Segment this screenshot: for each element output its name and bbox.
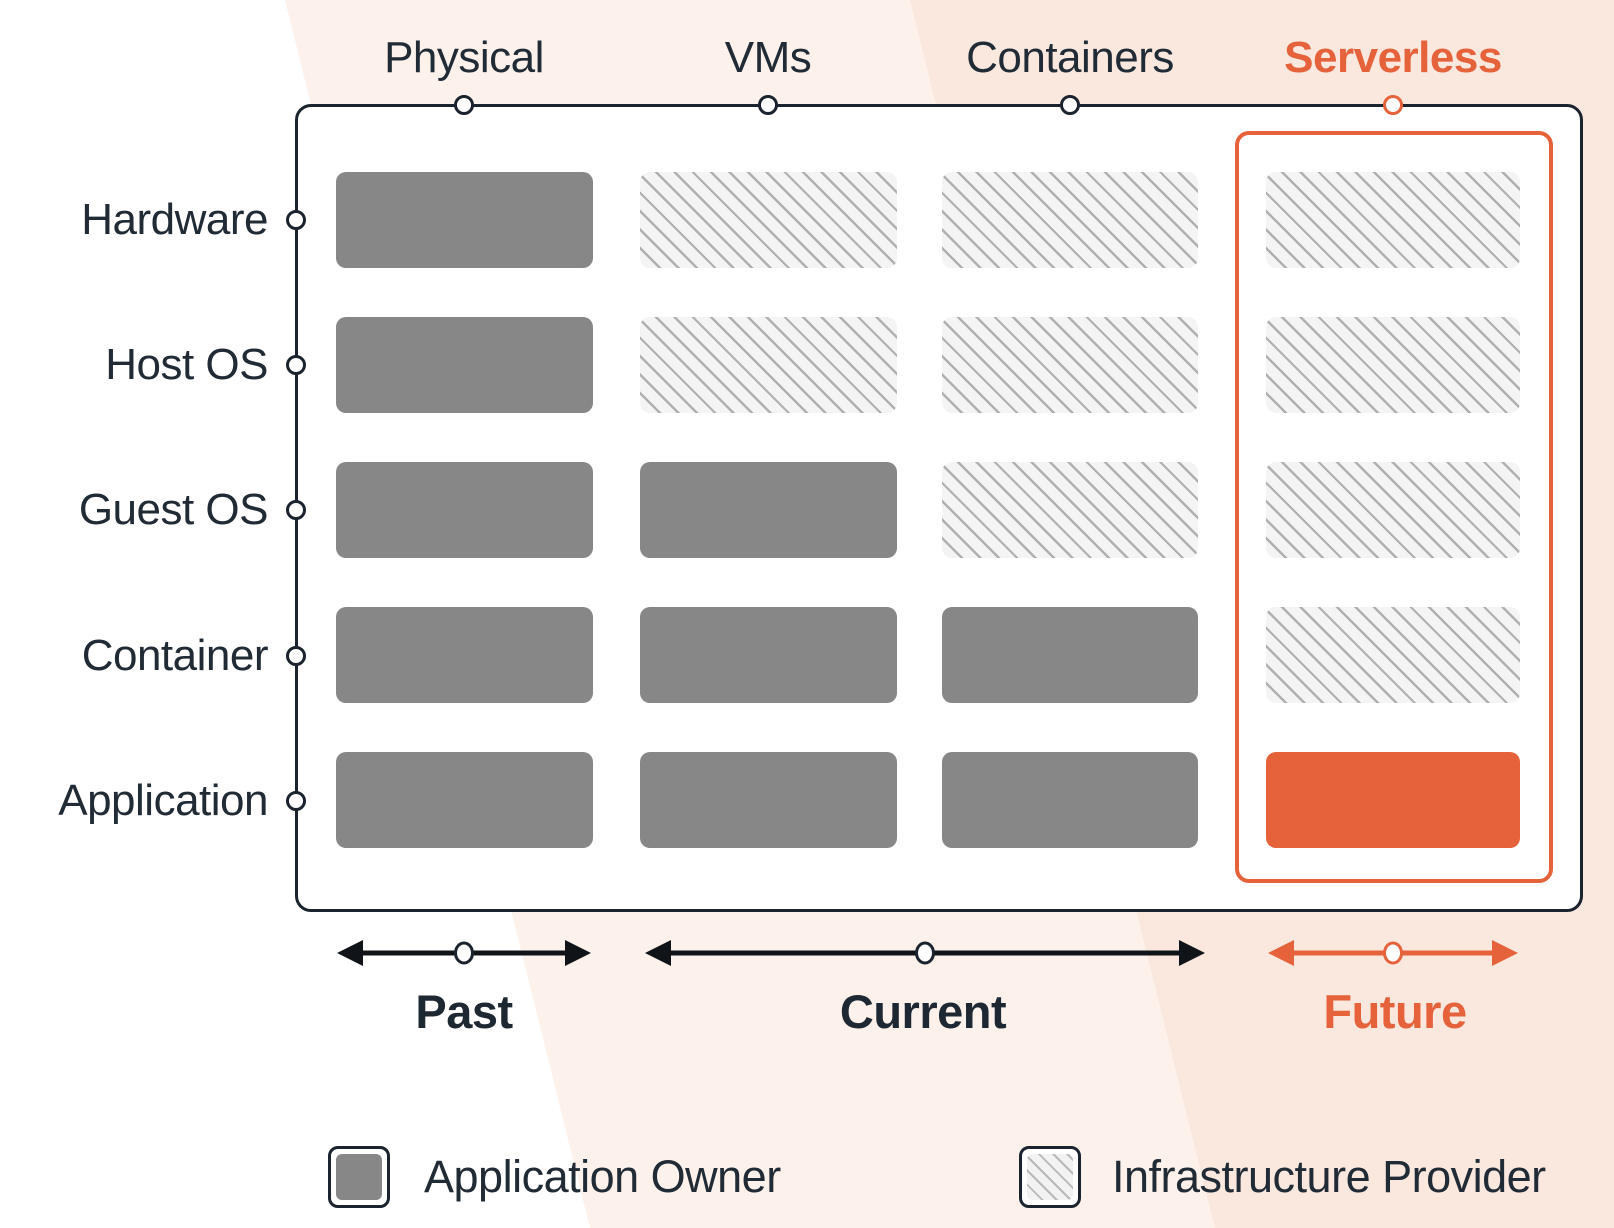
block-application-vms xyxy=(640,752,897,848)
block-application-containers xyxy=(942,752,1198,848)
row-label-hardware: Hardware xyxy=(81,195,268,244)
legend-label-infrastructure-provider: Infrastructure Provider xyxy=(1112,1151,1546,1202)
block-host-os-serverless xyxy=(1266,317,1520,413)
timeline-label-current: Current xyxy=(839,985,1007,1038)
block-application-physical xyxy=(336,752,593,848)
row-label-application: Application xyxy=(58,776,268,825)
column-header-vms: VMs xyxy=(724,33,812,82)
block-hardware-vms xyxy=(640,172,897,268)
node-circle-host-os xyxy=(286,355,306,375)
column-header-serverless: Serverless xyxy=(1284,33,1502,82)
legend-swatch-application-owner xyxy=(328,1146,390,1208)
row-label-guest-os: Guest OS xyxy=(78,485,269,534)
block-guest-os-containers xyxy=(942,462,1198,558)
node-circle-guest-os xyxy=(286,500,306,520)
node-circle-serverless xyxy=(1383,95,1403,115)
node-circle-containers xyxy=(1060,95,1080,115)
timeline-label-future: Future xyxy=(1323,985,1467,1038)
block-guest-os-serverless xyxy=(1266,462,1520,558)
row-label-host-os: Host OS xyxy=(105,340,268,389)
node-circle-vms xyxy=(758,95,778,115)
block-application-serverless xyxy=(1266,752,1520,848)
node-circle-container xyxy=(286,646,306,666)
legend-label-application-owner: Application Owner xyxy=(424,1151,781,1202)
legend-swatch-infrastructure-provider xyxy=(1019,1146,1081,1208)
block-hardware-physical xyxy=(336,172,593,268)
row-label-container: Container xyxy=(81,631,269,680)
block-container-containers xyxy=(942,607,1198,703)
block-guest-os-physical xyxy=(336,462,593,558)
block-container-serverless xyxy=(1266,607,1520,703)
future-arrow xyxy=(1266,935,1520,971)
node-circle-hardware xyxy=(286,210,306,230)
current-arrow xyxy=(643,935,1207,971)
infrastructure-provider-swatch-fill xyxy=(1027,1154,1073,1200)
block-container-vms xyxy=(640,607,897,703)
block-hardware-containers xyxy=(942,172,1198,268)
block-container-physical xyxy=(336,607,593,703)
block-hardware-serverless xyxy=(1266,172,1520,268)
block-guest-os-vms xyxy=(640,462,897,558)
node-circle-physical xyxy=(454,95,474,115)
column-header-containers: Containers xyxy=(966,33,1174,82)
block-host-os-physical xyxy=(336,317,593,413)
block-host-os-containers xyxy=(942,317,1198,413)
timeline-label-past: Past xyxy=(415,985,513,1038)
serverless-highlight-outline xyxy=(1235,131,1553,883)
application-owner-swatch-fill xyxy=(336,1154,382,1200)
node-circle-application xyxy=(286,791,306,811)
past-arrow xyxy=(335,935,593,971)
block-host-os-vms xyxy=(640,317,897,413)
column-header-physical: Physical xyxy=(384,33,544,82)
